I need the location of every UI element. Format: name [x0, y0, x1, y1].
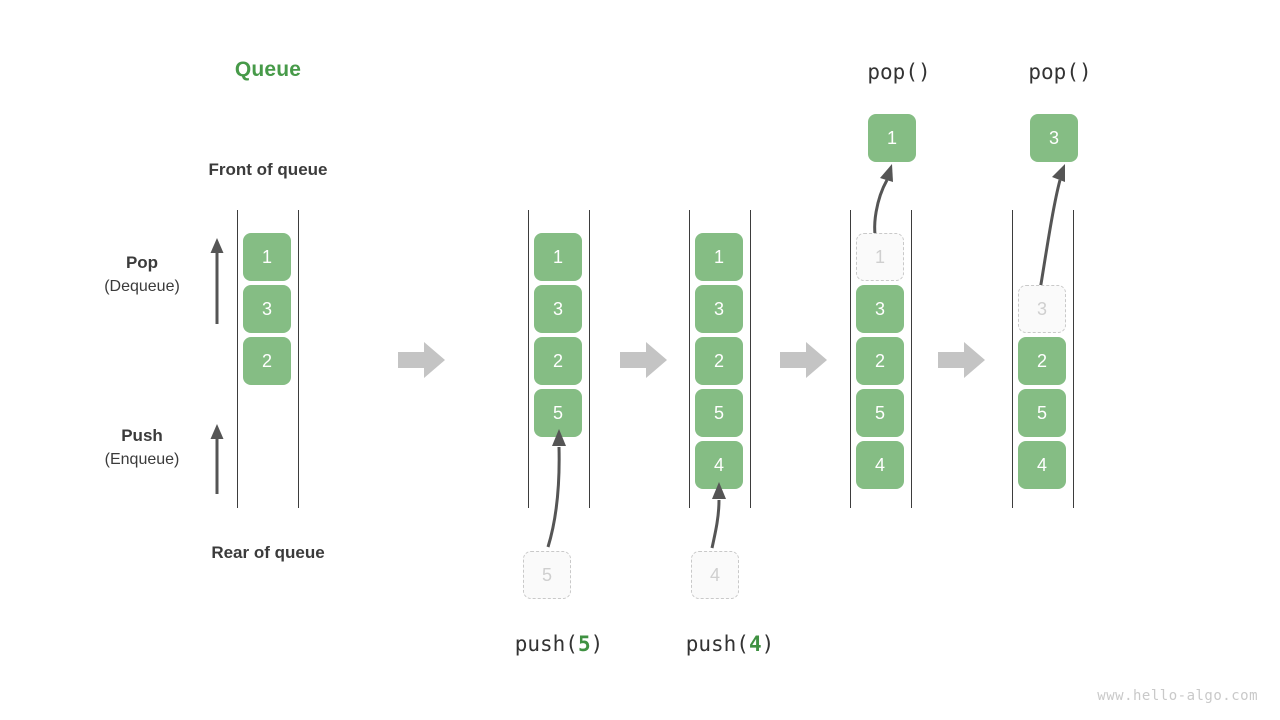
watermark: www.hello-algo.com — [1097, 688, 1258, 704]
pop-second-caption: pop() — [1028, 60, 1092, 84]
queue-cell: 3 — [243, 285, 291, 333]
queue-cell: 1 — [534, 233, 582, 281]
push-motion-arrow-icon — [546, 429, 566, 548]
step-transition-arrow-icon — [780, 342, 827, 378]
front-of-queue-label: Front of queue — [208, 160, 328, 179]
queue-cell-ghost: 1 — [856, 233, 904, 281]
pop-direction-arrow-icon — [210, 238, 224, 324]
queue-cell: 2 — [1018, 337, 1066, 385]
push-5-caption: push(5) — [459, 632, 659, 656]
queue-cell: 5 — [695, 389, 743, 437]
push-4-value: 4 — [748, 632, 762, 656]
step-transition-arrow-icon — [398, 342, 445, 378]
incoming-element-ghost: 4 — [691, 551, 739, 599]
popped-element: 1 — [868, 114, 916, 162]
queue-cell: 2 — [534, 337, 582, 385]
queue-cell: 5 — [534, 389, 582, 437]
push-motion-arrow-icon — [710, 482, 726, 549]
push-direction-arrow-icon — [210, 424, 224, 494]
queue-cell: 5 — [856, 389, 904, 437]
push-5-prefix: push( — [514, 632, 578, 656]
queue-cell: 5 — [1018, 389, 1066, 437]
step-transition-arrow-icon — [938, 342, 985, 378]
step-transition-arrow-icon — [620, 342, 667, 378]
pop-first-caption: pop() — [867, 60, 931, 84]
push-operation-label: Push (Enqueue) — [57, 424, 227, 472]
push-4-caption: push(4) — [630, 632, 830, 656]
pop-operation-alt: (Dequeue) — [104, 278, 180, 295]
popped-element: 3 — [1030, 114, 1078, 162]
queue-cell: 2 — [695, 337, 743, 385]
push-4-suffix: ) — [761, 632, 775, 656]
queue-rail-left-step-initial — [237, 210, 238, 508]
push-4-prefix: push( — [685, 632, 749, 656]
queue-rail-right-step-pop-1 — [911, 210, 912, 508]
page-title: Queue — [234, 58, 302, 81]
queue-cell: 4 — [856, 441, 904, 489]
push-5-suffix: ) — [590, 632, 604, 656]
queue-rail-right-step-initial — [298, 210, 299, 508]
pop-operation-label: Pop (Dequeue) — [57, 251, 227, 299]
queue-cell: 1 — [243, 233, 291, 281]
queue-cell: 3 — [856, 285, 904, 333]
queue-rail-left-step-pop-3 — [1012, 210, 1013, 508]
queue-rail-left-step-pop-1 — [850, 210, 851, 508]
pop-operation-name: Pop — [125, 253, 159, 272]
queue-cell-ghost: 3 — [1018, 285, 1066, 333]
push-5-value: 5 — [577, 632, 591, 656]
push-operation-alt: (Enqueue) — [104, 451, 180, 468]
queue-cell: 4 — [1018, 441, 1066, 489]
queue-cell: 2 — [243, 337, 291, 385]
push-operation-name: Push — [121, 426, 163, 445]
pop-motion-arrow-icon — [1036, 164, 1065, 303]
queue-rail-right-step-push-5 — [589, 210, 590, 508]
incoming-element-ghost: 5 — [523, 551, 571, 599]
rear-of-queue-label: Rear of queue — [211, 543, 325, 562]
queue-cell: 3 — [695, 285, 743, 333]
queue-cell: 1 — [695, 233, 743, 281]
queue-cell: 3 — [534, 285, 582, 333]
queue-cell: 2 — [856, 337, 904, 385]
queue-rail-right-step-push-4 — [750, 210, 751, 508]
queue-cell: 4 — [695, 441, 743, 489]
queue-rail-left-step-push-5 — [528, 210, 529, 508]
queue-rail-left-step-push-4 — [689, 210, 690, 508]
queue-rail-right-step-pop-3 — [1073, 210, 1074, 508]
